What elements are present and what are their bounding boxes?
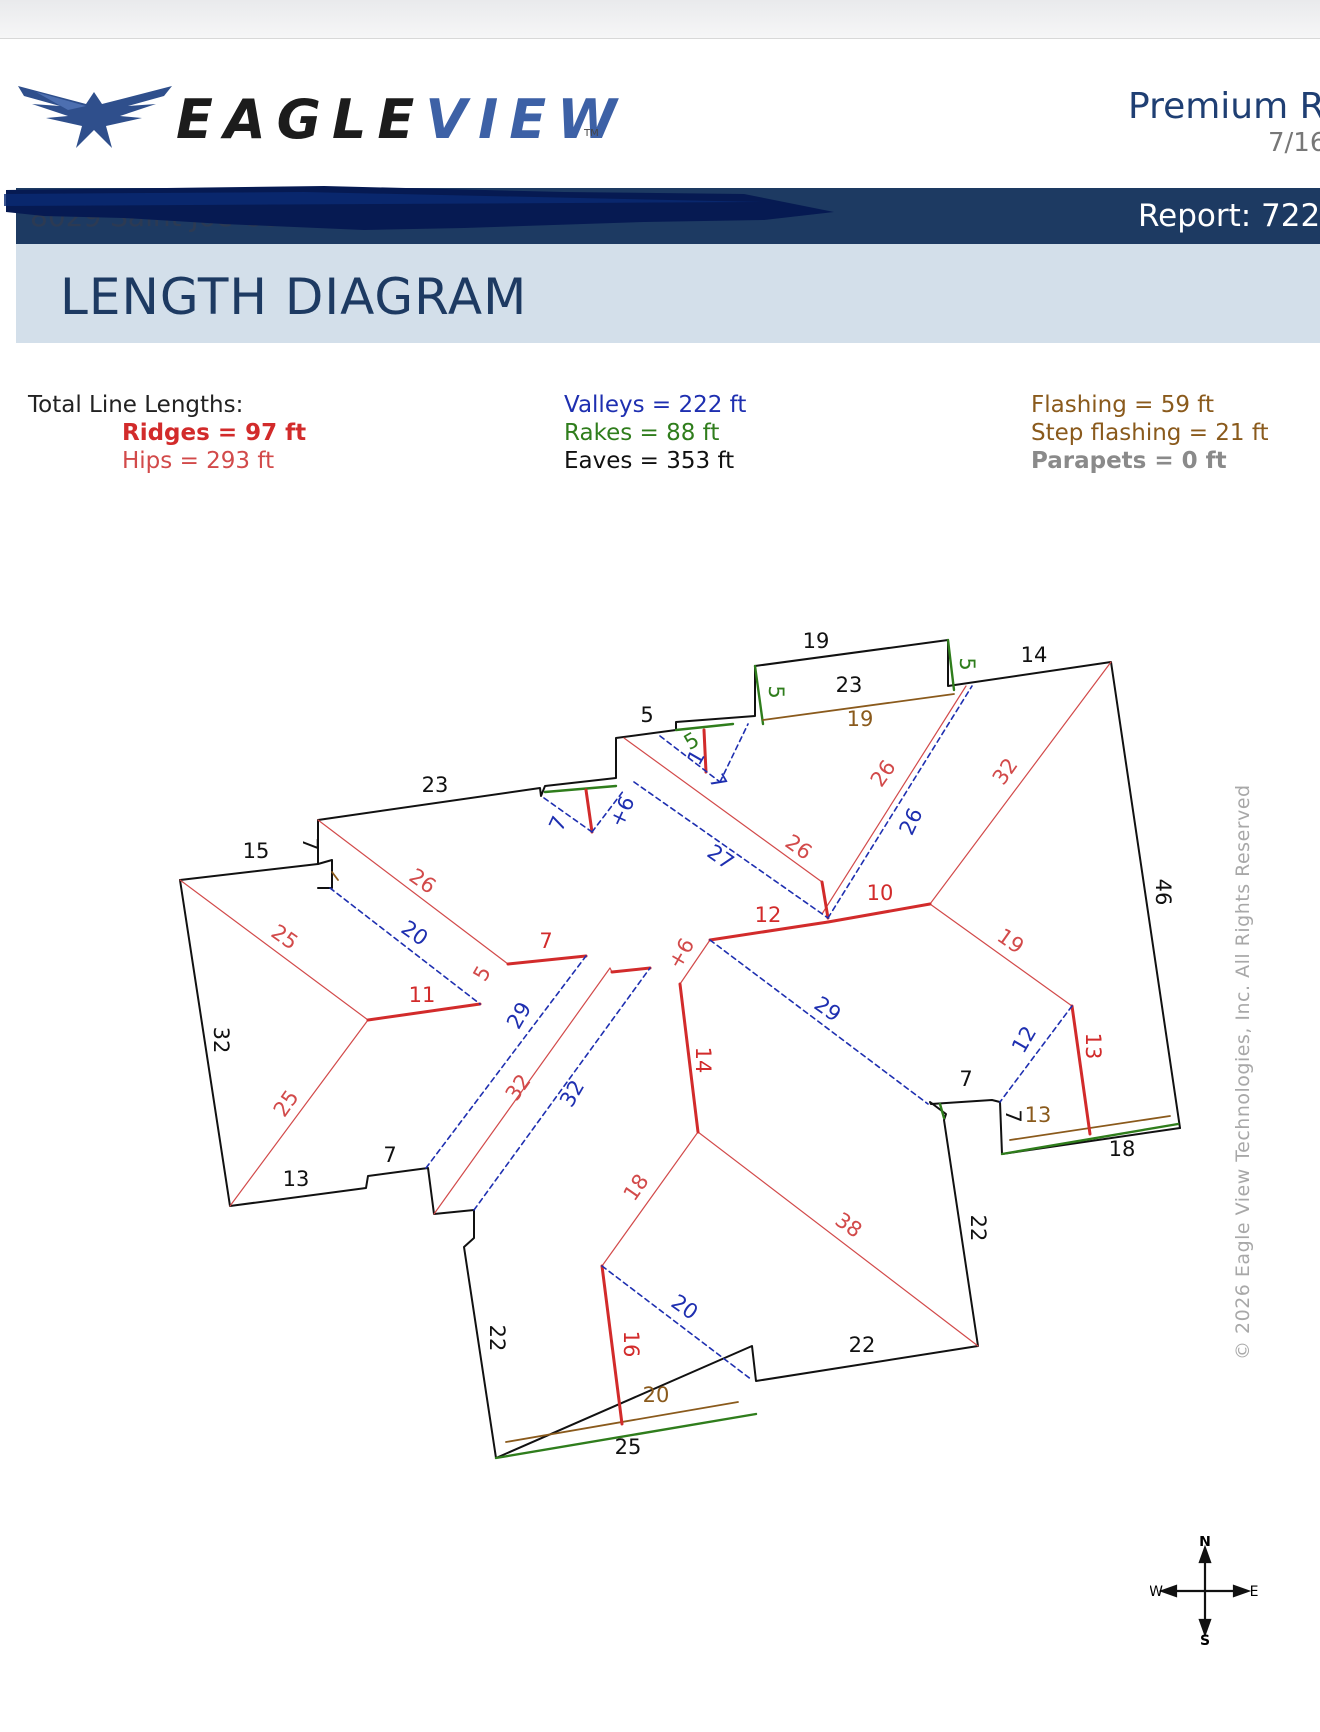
length-label-valley: +6 (605, 792, 640, 830)
compass-w: W (1150, 1584, 1163, 1600)
report-date: 7/16 (1268, 128, 1320, 158)
length-label-eave: 14 (1021, 643, 1048, 667)
length-label-hip: 26 (781, 830, 817, 865)
ridge-lines (366, 728, 1092, 1426)
length-label-ridge: 11 (409, 983, 436, 1007)
eave-lines (179, 639, 1181, 1459)
length-label-eave: 7 (298, 837, 322, 850)
trademark: TM (584, 128, 599, 139)
length-label-ridge: 14 (691, 1047, 715, 1074)
compass-e: E (1250, 1584, 1259, 1600)
length-label-eave: 25 (615, 1435, 642, 1459)
length-label-valley: 26 (895, 804, 928, 838)
length-label-ridge: 7 (539, 929, 552, 953)
length-label-eave: 23 (836, 673, 863, 697)
length-label-eave: 32 (209, 1027, 233, 1054)
product-name: Premium Re (1128, 86, 1320, 127)
length-label-eave: 5 (640, 703, 653, 727)
length-label-valley: 29 (810, 992, 846, 1027)
total-valleys: Valleys = 222 ft (564, 392, 747, 418)
length-label-valley: 7 (544, 812, 571, 834)
length-label-eave: 7 (383, 1143, 396, 1167)
hip-lines (179, 661, 1112, 1347)
length-label-eave: 46 (1151, 879, 1175, 906)
totals-heading: Total Line Lengths: (28, 392, 244, 418)
length-label-valley: 32 (555, 1076, 589, 1111)
length-label-eave: 7 (959, 1067, 972, 1091)
length-label-ridge: 16 (619, 1331, 643, 1358)
eagleview-logo: EAGLEVIEW TM (16, 82, 617, 152)
length-label-eave: 18 (1109, 1137, 1136, 1161)
length-label-valley: 20 (667, 1290, 703, 1325)
browser-top-strip (0, 0, 1320, 39)
length-label-hip: 25 (269, 1086, 304, 1122)
length-label-flashing: 19 (847, 707, 874, 731)
valley-lines (329, 685, 1073, 1381)
report-number: Report: 72239 (1138, 198, 1320, 234)
copyright-notice: © 2026 Eagle View Technologies, Inc. All… (1232, 784, 1254, 1360)
compass-s: S (1200, 1633, 1210, 1646)
total-flashing: Flashing = 59 ft (1031, 392, 1215, 418)
length-label-hip: 25 (267, 920, 303, 955)
length-label-flashing: 20 (643, 1383, 670, 1407)
length-label-hip: 18 (619, 1170, 654, 1206)
length-label-rake: 5 (955, 657, 979, 670)
length-label-hip: 32 (501, 1070, 536, 1106)
total-rakes: Rakes = 88 ft (564, 420, 720, 446)
length-label-valley: 12 (1007, 1022, 1041, 1057)
brand-wordmark: EAGLEVIEW (176, 88, 628, 151)
eagle-icon (18, 86, 172, 148)
length-label-eave: 22 (849, 1333, 876, 1357)
compass-n: N (1199, 1536, 1211, 1550)
length-label-eave: 22 (485, 1325, 509, 1352)
length-label-eave: 23 (422, 773, 449, 797)
length-label-hip: 5 (468, 962, 495, 986)
length-label-eave: 22 (966, 1215, 990, 1242)
length-label-valley: 20 (397, 916, 433, 951)
total-eaves: Eaves = 353 ft (564, 448, 735, 474)
compass-rose: N S W E (1150, 1536, 1259, 1646)
length-label-rake: 5 (764, 685, 788, 698)
title-band (16, 244, 1320, 343)
page-title: LENGTH DIAGRAM (60, 268, 528, 326)
length-label-eave: 19 (803, 629, 830, 653)
length-label-ridge: 13 (1081, 1033, 1105, 1060)
total-step-flashing: Step flashing = 21 ft (1031, 420, 1269, 446)
length-label-hip: +6 (663, 934, 699, 973)
length-label-hip: 32 (988, 754, 1023, 790)
total-ridges: Ridges = 97 ft (122, 420, 307, 446)
length-label-eave: 13 (283, 1167, 310, 1191)
total-hips: Hips = 293 ft (122, 448, 275, 474)
length-label-hip: 26 (405, 864, 441, 899)
redaction-marker (4, 186, 834, 230)
length-label-valley: 7 (704, 770, 731, 794)
length-label-ridge: 12 (755, 903, 782, 927)
flashing-lines (331, 693, 1171, 1443)
length-label-hip: 26 (866, 756, 901, 792)
length-label-valley: 27 (703, 840, 739, 875)
rake-lines (494, 638, 1180, 1460)
length-label-eave: 15 (243, 839, 270, 863)
length-label-ridge: 10 (867, 881, 894, 905)
total-parapets: Parapets = 0 ft (1031, 448, 1227, 474)
length-label-eave: 7 (1001, 1109, 1025, 1122)
length-label-flashing: 13 (1025, 1103, 1052, 1127)
